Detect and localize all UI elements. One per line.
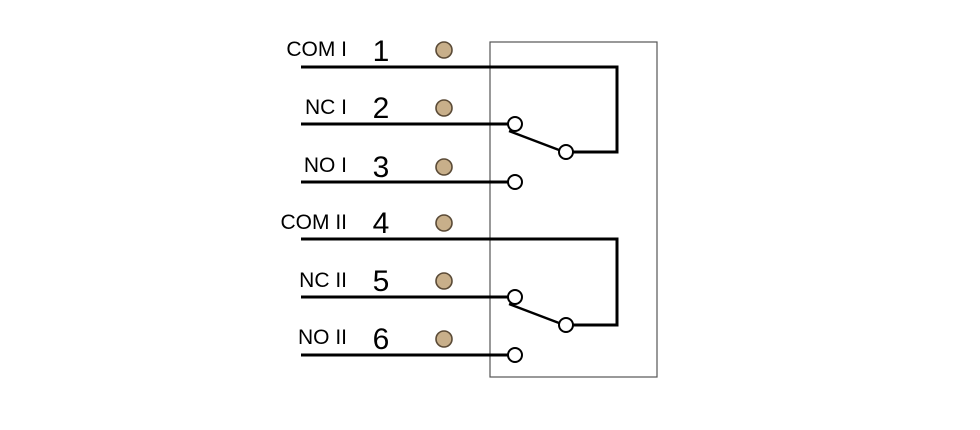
contact-no-1 xyxy=(507,174,523,190)
pin-number-1: 1 xyxy=(373,35,390,68)
pin-number-2: 2 xyxy=(373,92,390,125)
terminal-4 xyxy=(435,214,453,232)
pin-number-6: 6 xyxy=(373,323,390,356)
terminal-3 xyxy=(435,158,453,176)
contact-nc-1 xyxy=(507,116,523,132)
switch-blade-2 xyxy=(508,302,560,325)
pin-number-3: 3 xyxy=(373,151,390,184)
pin-number-4: 4 xyxy=(373,207,390,240)
terminal-5 xyxy=(435,272,453,290)
pin-label-nc-1: NC I xyxy=(305,96,347,119)
pin-label-nc-2: NC II xyxy=(299,269,347,292)
pin-label-no-2: NO II xyxy=(298,326,347,349)
pin-label-no-1: NO I xyxy=(304,154,347,177)
contact-no-2 xyxy=(507,347,523,363)
contact-nc-2 xyxy=(507,289,523,305)
wire-com-1 xyxy=(301,65,619,154)
terminal-2 xyxy=(435,99,453,117)
terminal-1 xyxy=(435,41,453,59)
switch-blade-1 xyxy=(508,129,560,152)
contact-pivot-2 xyxy=(558,317,574,333)
pin-label-com-1: COM I xyxy=(286,38,347,61)
relay-housing xyxy=(489,41,658,378)
terminal-6 xyxy=(435,330,453,348)
contact-pivot-1 xyxy=(558,144,574,160)
wire-com-2 xyxy=(301,237,619,327)
pin-number-5: 5 xyxy=(373,265,390,298)
pin-label-com-2: COM II xyxy=(281,211,348,234)
